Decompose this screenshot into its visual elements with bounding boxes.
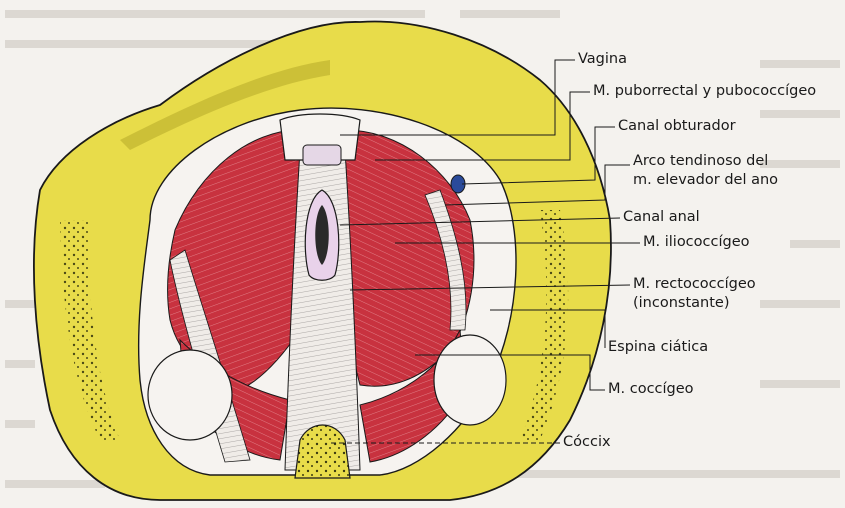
- right-sciatic-opening: [434, 335, 506, 425]
- label-vagina: Vagina: [578, 51, 627, 68]
- label-arco-line1: Arco tendinoso del: [633, 153, 768, 170]
- label-obturador: Canal obturador: [618, 118, 736, 135]
- urethra: [303, 145, 341, 165]
- label-canal-anal: Canal anal: [623, 209, 700, 226]
- label-rectococcigeo-line2: (inconstante): [633, 295, 730, 312]
- label-espina: Espina ciática: [608, 339, 708, 356]
- label-puborrectal: M. puborrectal y pubococcígeo: [593, 83, 816, 100]
- label-coccix: Cóccix: [563, 434, 611, 451]
- label-arco-line2: m. elevador del ano: [633, 172, 778, 189]
- left-sciatic-opening: [148, 350, 232, 440]
- label-iliococcigeo: M. iliococcígeo: [643, 234, 750, 251]
- label-rectococcigeo-line1: M. rectococcígeo: [633, 276, 756, 293]
- label-coccigeo: M. coccígeo: [608, 381, 694, 398]
